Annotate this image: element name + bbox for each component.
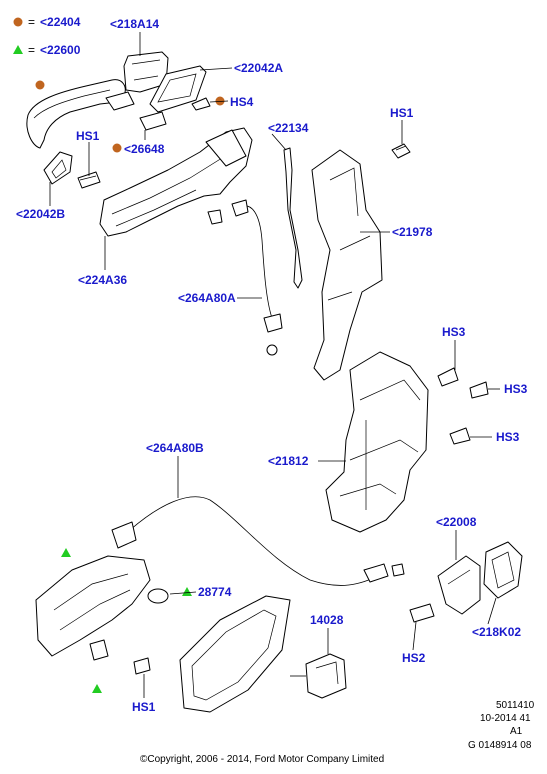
code-line-2: 10-2014 41 (480, 713, 531, 724)
latch-part (325, 351, 429, 533)
handle-frame-part (99, 127, 253, 237)
callout-21978[interactable]: <21978 (392, 225, 433, 239)
callout-26648[interactable]: <26648 (124, 142, 165, 156)
marker-circle-hs4 (215, 96, 225, 106)
marker-circle-handle (35, 80, 45, 90)
legend-triangle-equals: = (28, 43, 35, 57)
legend: = <22404 = <22600 (13, 15, 81, 57)
callout-HS3-b[interactable]: HS3 (504, 382, 528, 396)
callout-HS3-c[interactable]: HS3 (496, 430, 520, 444)
code-line-1: 5011410 (496, 700, 535, 711)
callout-224A36[interactable]: <224A36 (78, 273, 127, 287)
cable-a-part (231, 199, 283, 356)
legend-triangle-marker (13, 45, 23, 54)
callout-14028[interactable]: 14028 (310, 613, 344, 627)
legend-triangle-code[interactable]: <22600 (40, 43, 81, 57)
callout-labels: <218A14 <22042A HS4 HS1 <26648 <22042B <… (16, 17, 528, 714)
gasket-k02-part (483, 541, 523, 599)
exterior-handle-cover-part (26, 79, 135, 149)
leader-lines (49, 32, 500, 698)
callout-HS1-bottom[interactable]: HS1 (132, 700, 156, 714)
handle-cap-part (123, 51, 169, 93)
marker-triangle-handle (61, 548, 71, 557)
marker-triangle-screw (92, 684, 102, 693)
callout-HS1-top-right[interactable]: HS1 (390, 106, 414, 120)
motor-part (305, 653, 347, 699)
callout-22042B[interactable]: <22042B (16, 207, 65, 221)
callout-22008[interactable]: <22008 (436, 515, 477, 529)
rod-part (283, 147, 303, 289)
callout-264A80B[interactable]: <264A80B (146, 441, 204, 455)
legend-circle-marker (13, 17, 23, 27)
pivot-part (147, 587, 192, 604)
cable-b-part (111, 496, 405, 586)
callout-264A80A[interactable]: <264A80A (178, 291, 236, 305)
shield-part (311, 149, 383, 381)
legend-circle-equals: = (28, 15, 35, 29)
callout-218A14[interactable]: <218A14 (110, 17, 159, 31)
callout-22134[interactable]: <22134 (268, 121, 309, 135)
marker-circle-clip (112, 143, 122, 153)
footer: 5011410 10-2014 41 A1 G 0148914 08 ©Copy… (140, 700, 535, 765)
bracket-part (437, 555, 481, 615)
code-line-3: A1 (510, 726, 523, 737)
callout-218K02[interactable]: <218K02 (472, 625, 521, 639)
callout-22042A[interactable]: <22042A (234, 61, 283, 75)
screw-hs4-part (191, 96, 225, 111)
legend-circle-code[interactable]: <22404 (40, 15, 81, 29)
callout-28774[interactable]: 28774 (198, 585, 232, 599)
callout-HS3-a[interactable]: HS3 (442, 325, 466, 339)
code-line-4: G 0148914 08 (468, 740, 532, 751)
screw-hs1-right-part (391, 143, 411, 159)
screw-hs1-left-part (77, 171, 101, 189)
copyright-text: ©Copyright, 2006 - 2014, Ford Motor Comp… (140, 754, 384, 765)
marker-triangle-pivot (182, 587, 192, 596)
clip-part (112, 111, 167, 153)
bezel-part (179, 595, 291, 713)
callout-21812[interactable]: <21812 (268, 454, 309, 468)
callout-HS4[interactable]: HS4 (230, 95, 254, 109)
gasket-a-part (149, 65, 207, 113)
screws-bottom-part (89, 639, 151, 693)
callout-HS2[interactable]: HS2 (402, 651, 426, 665)
interior-handle-part (35, 548, 151, 657)
bolts-hs3-part (437, 367, 489, 445)
gasket-b-part (43, 151, 73, 185)
callout-HS1-top-left[interactable]: HS1 (76, 129, 100, 143)
screw-hs2-part (409, 603, 435, 623)
